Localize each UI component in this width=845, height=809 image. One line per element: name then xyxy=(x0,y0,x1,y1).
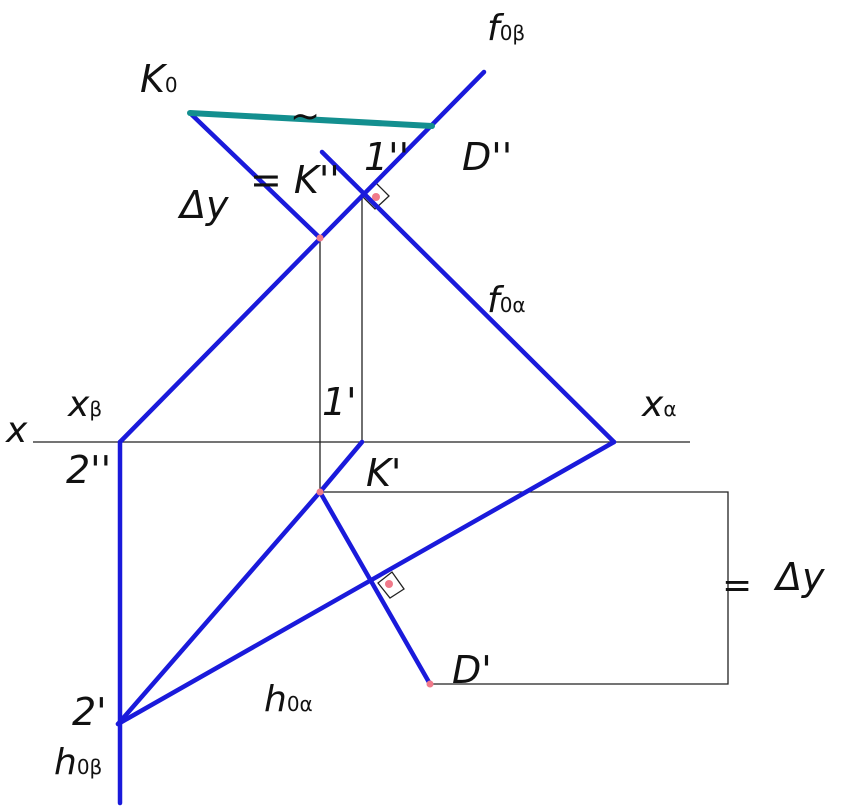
trace-h0a xyxy=(115,439,617,727)
label-dp: D' xyxy=(452,648,492,692)
label-k0: K0 xyxy=(140,57,178,101)
trace-f0b xyxy=(117,69,487,445)
label-h0b: h0β xyxy=(54,742,102,783)
label-1p: 1' xyxy=(322,380,357,424)
point-1pp xyxy=(372,193,380,201)
point-kpp xyxy=(316,234,324,242)
label-kp: K' xyxy=(366,451,401,495)
true-length-line xyxy=(187,110,435,129)
point-kp xyxy=(316,488,324,496)
label-1pp: 1'' xyxy=(364,135,409,179)
segment-kp-dp xyxy=(317,489,433,687)
segment-kp-x xyxy=(317,439,365,495)
label-delta-y-top: Δy xyxy=(177,183,229,227)
segment-k0-kpp xyxy=(187,110,323,241)
label-x-axis: x xyxy=(5,410,28,451)
right-angle-mark-bottom xyxy=(377,571,405,599)
label-xb: xβ xyxy=(67,384,102,425)
label-tilde: ~ xyxy=(290,96,320,137)
trace-f0a xyxy=(319,149,617,445)
label-xa: xα xyxy=(641,384,677,425)
label-h0a: h0α xyxy=(264,679,313,720)
point-intersection-bottom xyxy=(385,580,393,588)
label-f0b: f0β xyxy=(487,8,525,49)
point-dp xyxy=(426,680,434,688)
label-eq: = xyxy=(722,565,752,606)
label-dpp: D'' xyxy=(462,135,512,179)
segment-k-2p xyxy=(115,489,323,727)
label-f0a: f0α xyxy=(487,280,526,321)
label-2p: 2' xyxy=(72,690,107,734)
label-delta-y-right: Δy xyxy=(773,555,825,599)
label-eq-kpp: = K'' xyxy=(250,158,340,202)
label-2pp: 2'' xyxy=(66,448,111,492)
